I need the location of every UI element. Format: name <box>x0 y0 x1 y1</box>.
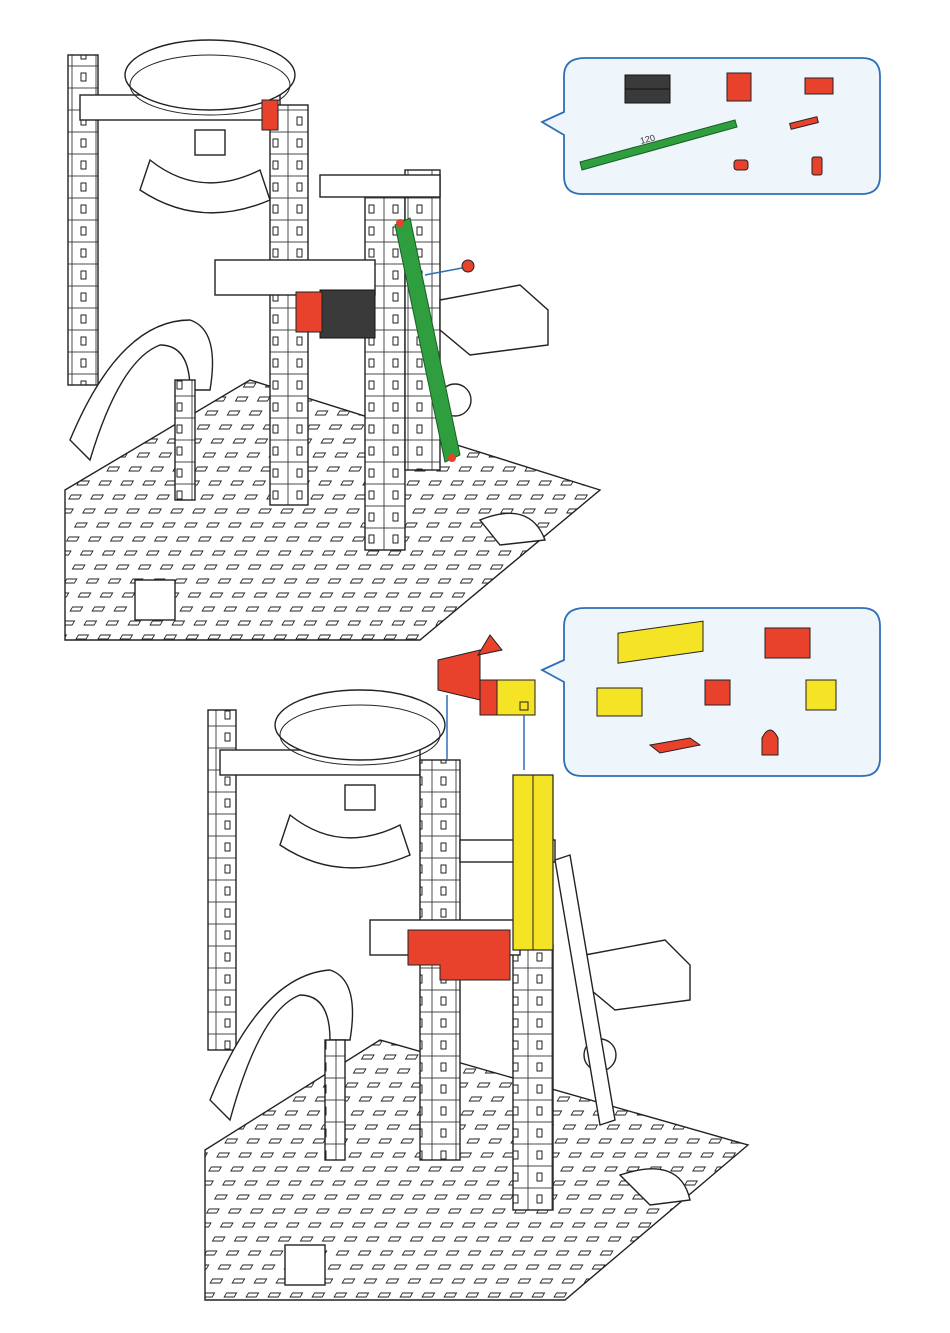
green-strut <box>394 217 461 463</box>
clip-ring <box>461 259 475 273</box>
building-block-yellow <box>596 687 643 717</box>
parts-callout-2 <box>539 607 881 777</box>
baseplate <box>64 379 602 641</box>
funnel-ring <box>274 689 446 761</box>
chain-strut <box>554 854 616 1126</box>
axle-peg-red <box>789 116 819 130</box>
clip-ring-red <box>733 159 749 171</box>
strut-length-label: 120 <box>639 133 656 146</box>
parts-callout-1: 120 <box>540 57 881 195</box>
strut-120-green <box>579 119 738 171</box>
step-2-model <box>204 634 750 1301</box>
tower-right <box>512 944 554 1211</box>
bracket-red <box>761 729 779 756</box>
curved-track <box>69 319 214 462</box>
dark-block <box>319 289 376 339</box>
marble-track <box>139 158 271 214</box>
flat-plate-red <box>648 737 702 754</box>
funnel-ring <box>124 39 296 111</box>
angle-box-red <box>764 627 811 659</box>
u-girder-yellow <box>617 620 704 664</box>
hinge-peg-red <box>811 156 823 176</box>
collection-bin <box>439 284 549 356</box>
floating-assembly <box>437 634 536 716</box>
building-block-30-dark <box>624 74 671 104</box>
building-block-15-red <box>726 72 752 102</box>
box-block-yellow <box>805 679 837 711</box>
red-u-girder <box>407 929 511 981</box>
step-1-model <box>64 39 602 641</box>
angle-block-red <box>804 77 834 95</box>
red-block <box>295 291 323 333</box>
collection-bin <box>584 939 691 1011</box>
building-block-5-red <box>704 679 731 706</box>
insert-arrow <box>424 267 463 276</box>
